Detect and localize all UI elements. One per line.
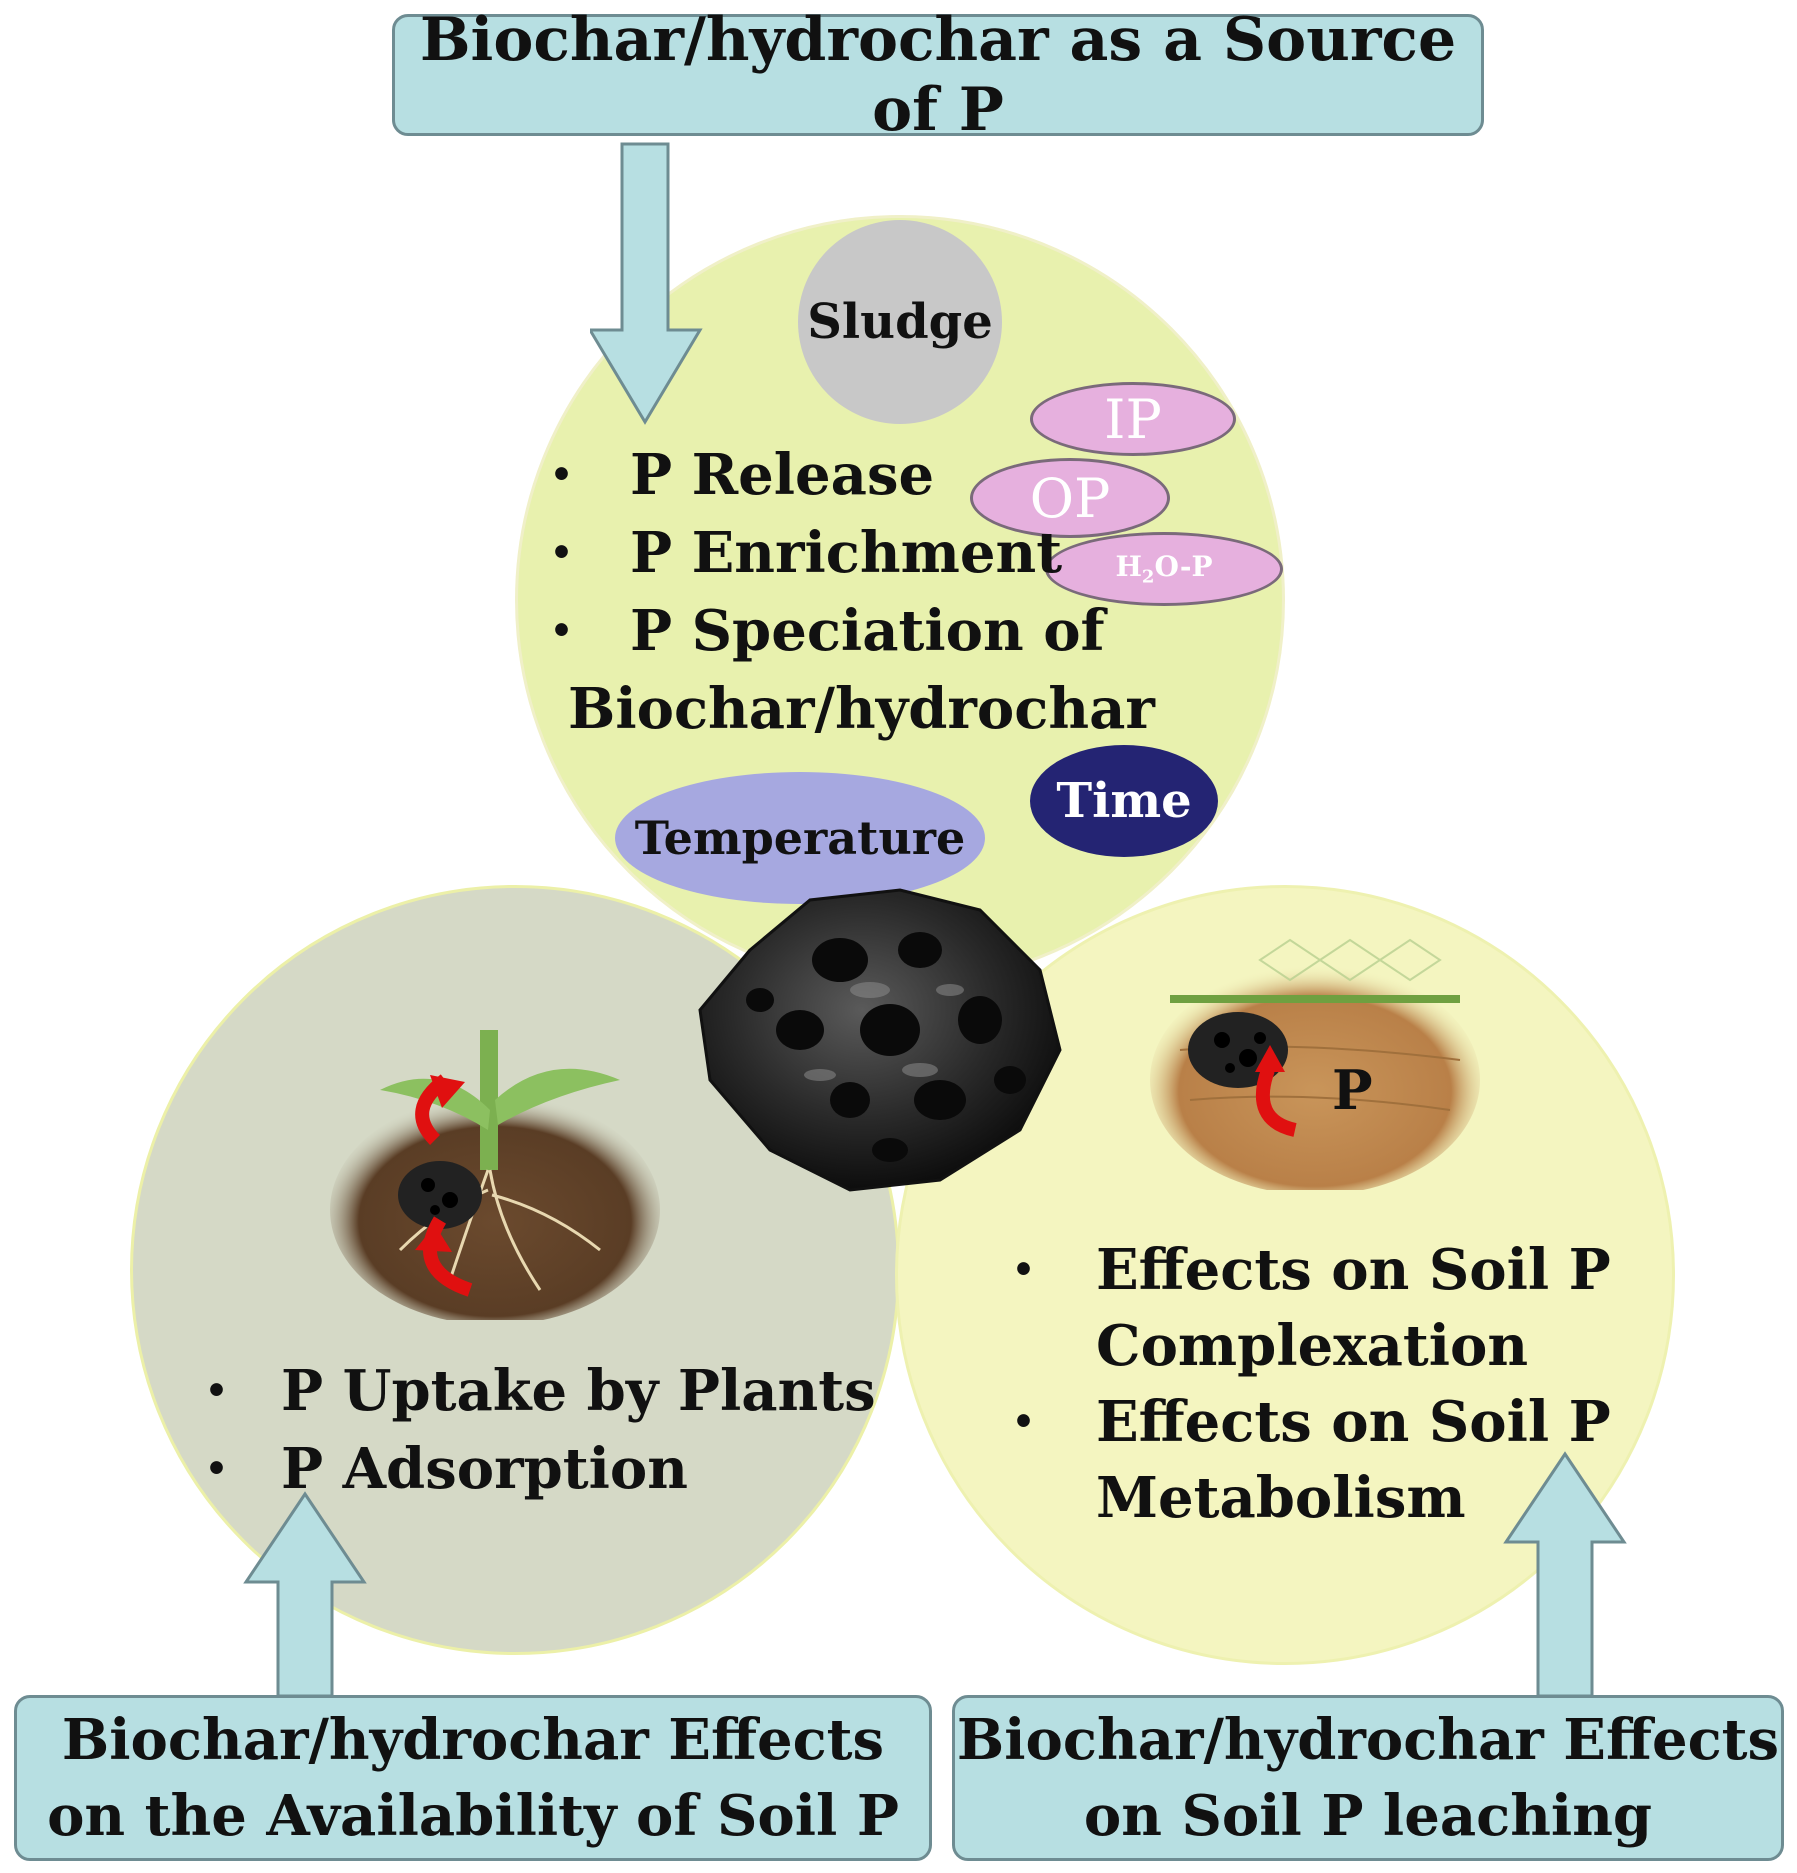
availability-line-1: Biochar/hydrochar Effects bbox=[61, 1707, 885, 1773]
source-of-p-title: Biochar/hydrochar as a Source of P bbox=[419, 5, 1457, 145]
up-arrow-left-icon bbox=[243, 1491, 367, 1698]
bullet-item: •P Adsorption bbox=[205, 1436, 688, 1502]
biochar-continuation: Biochar/hydrochar bbox=[568, 676, 1155, 742]
source-bullet-list: •P Release •P Enrichment •P Speciation o… bbox=[550, 436, 1105, 670]
availability-line-2: on the Availability of Soil P bbox=[47, 1783, 899, 1849]
temperature-label: Temperature bbox=[634, 811, 966, 865]
sludge-label: Sludge bbox=[807, 294, 993, 350]
ip-pill: IP bbox=[1030, 382, 1236, 456]
op-pill: OP bbox=[970, 458, 1170, 538]
availability-bullet-list: •P Uptake by Plants •P Adsorption bbox=[205, 1352, 876, 1508]
bullet-item: •P Enrichment bbox=[550, 520, 1063, 586]
bullet-item: •P Speciation of bbox=[550, 598, 1105, 664]
time-label: Time bbox=[1056, 773, 1192, 829]
ip-label: IP bbox=[1104, 387, 1162, 451]
plant-soil-image bbox=[330, 1030, 660, 1320]
sludge-bubble: Sludge bbox=[798, 220, 1002, 424]
availability-box: Biochar/hydrochar Effects on the Availab… bbox=[14, 1695, 932, 1861]
bullet-item: •P Uptake by Plants bbox=[205, 1358, 876, 1424]
leaching-line-2: on Soil P leaching bbox=[1083, 1783, 1653, 1849]
up-arrow-right-icon bbox=[1503, 1451, 1627, 1698]
biochar-soil-image bbox=[1150, 938, 1480, 1190]
time-bubble: Time bbox=[1030, 745, 1218, 857]
temperature-bubble: Temperature bbox=[615, 772, 985, 904]
p-label: P bbox=[1332, 1058, 1373, 1122]
biochar-rock-image bbox=[698, 888, 1062, 1192]
h2o-p-pill: H2O-P bbox=[1045, 532, 1283, 606]
source-of-p-box: Biochar/hydrochar as a Source of P bbox=[392, 5, 1484, 145]
bullet-item: •P Release bbox=[550, 442, 935, 508]
down-arrow-icon bbox=[590, 142, 703, 425]
op-label: OP bbox=[1029, 466, 1111, 530]
leaching-box: Biochar/hydrochar Effects on Soil P leac… bbox=[952, 1695, 1784, 1861]
h2o-p-label: H2O-P bbox=[1115, 550, 1213, 588]
leaching-line-1: Biochar/hydrochar Effects bbox=[956, 1707, 1780, 1773]
